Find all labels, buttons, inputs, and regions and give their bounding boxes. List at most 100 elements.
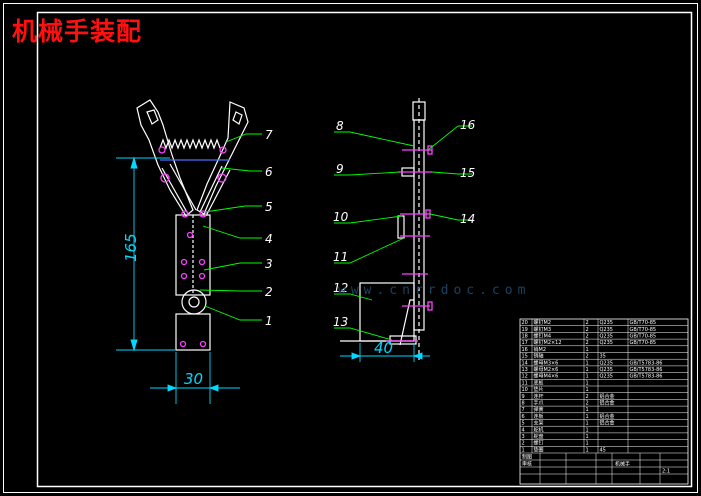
servo-hub [188, 296, 200, 308]
bom-cell-qty: 1 [586, 447, 589, 453]
bom-cell-name: 螺钉M3 [534, 326, 552, 333]
part-label-4: 4 [265, 232, 273, 246]
pin [160, 173, 170, 183]
side-fasteners [386, 145, 433, 342]
bom-cell-qty: 2 [586, 340, 589, 346]
bom-cell-mat: Q235 [600, 334, 613, 340]
part-label-6: 6 [265, 165, 273, 179]
bom-cell-no: 12 [522, 374, 528, 380]
side-spacer [397, 215, 405, 239]
leader-10 [334, 215, 403, 224]
right-jaw-slot [232, 111, 243, 125]
bom-cell-qty: 1 [586, 380, 589, 386]
pin [199, 210, 207, 218]
bom-cell-qty: 1 [586, 414, 589, 420]
bom-cell-mat: Q235 [600, 320, 613, 326]
bom-cell-no: 18 [522, 334, 528, 340]
leader-16 [427, 125, 472, 151]
bom-cell-no: 7 [522, 407, 525, 413]
left-jaw [136, 99, 194, 217]
front-leaders [199, 133, 262, 321]
bom-cell-no: 3 [522, 434, 525, 440]
bom-cell-mat: Q235 [600, 340, 613, 346]
bom-cell-no: 8 [522, 401, 525, 407]
left-link [161, 167, 189, 215]
bom-cell-std: GB/T70-85 [630, 340, 657, 346]
side-brace [399, 299, 414, 346]
pin [219, 146, 227, 154]
bom-cell-qty: 1 [586, 407, 589, 413]
bom-cell-qty: 2 [586, 320, 589, 326]
bom-cell-name: 弹簧 [534, 406, 544, 413]
leader-15 [431, 171, 472, 175]
bom-cell-name: 销轴 [534, 353, 544, 360]
bom-cell-mat: 铝合金 [600, 393, 615, 400]
right-jaw [196, 101, 249, 215]
bom-cell-name: 螺钉M4 [534, 333, 552, 340]
bom-cell-no: 5 [522, 421, 525, 427]
bom-cell-name: 底板 [534, 379, 544, 386]
bom-cell-mat: 铝合金 [600, 420, 615, 427]
part-label-10: 10 [333, 210, 349, 224]
bom-cell-no: 16 [522, 347, 528, 353]
bom-cell-qty: 2 [586, 354, 589, 360]
screw [198, 258, 206, 266]
bom-cell-name: 螺钉 [534, 440, 544, 447]
bom-cell-no: 19 [522, 327, 528, 333]
screw [198, 272, 206, 280]
arrow-head [351, 352, 362, 360]
bom-cell-qty: 1 [586, 387, 589, 393]
front-fasteners [158, 146, 230, 348]
front-dimensions [116, 156, 240, 404]
leader-5 [204, 205, 262, 213]
leader-2 [199, 289, 262, 292]
part-label-9: 9 [336, 162, 344, 176]
arrow-head [167, 384, 178, 392]
part-label-2: 2 [265, 285, 273, 299]
leader-14 [429, 213, 472, 221]
titleblock-label-b: 审核 [522, 461, 532, 468]
outer-frame [3, 3, 698, 493]
screw [180, 272, 188, 280]
side-foot [389, 335, 417, 345]
bom-cell-no: 11 [522, 380, 528, 386]
leader-1 [204, 305, 262, 321]
bom-cell-qty: 2 [586, 334, 589, 340]
bom-cell-qty: 1 [586, 441, 589, 447]
screw [199, 340, 207, 348]
bom-cell-no: 9 [522, 394, 525, 400]
part-label-16: 16 [460, 118, 476, 132]
bom-cell-no: 20 [522, 320, 528, 326]
servo-disc [181, 289, 207, 315]
bom-frame [519, 318, 689, 485]
part-label-8: 8 [336, 119, 344, 133]
bom-cell-no: 13 [522, 367, 528, 373]
bom-cell-name: 连杆 [534, 393, 544, 400]
leader-4 [202, 225, 262, 239]
bom-cell-name: 支架 [534, 420, 544, 427]
watermark-text: www.cnrrdoc.com [338, 283, 531, 298]
screw [180, 258, 188, 266]
bom-cell-mat: Q235 [600, 327, 613, 333]
screw [186, 231, 194, 239]
bom-cell-qty: 2 [586, 327, 589, 333]
bom-cell-std: GB/T5783-86 [630, 360, 663, 366]
bom-cell-name: 垫片 [534, 386, 544, 393]
bom-cell-name: 垫圈 [534, 446, 544, 453]
leader-8 [334, 131, 415, 147]
side-leaders [334, 125, 472, 341]
part-label-14: 14 [460, 212, 475, 226]
bom-cell-name: 螺钉M2×12 [534, 339, 562, 346]
bom-cell-name: 销M2 [534, 346, 547, 353]
bom-cell-no: 4 [522, 427, 525, 433]
pin [158, 146, 166, 154]
arrow-head [130, 339, 138, 352]
titleblock-label-a: 制图 [522, 454, 532, 461]
bom-cell-qty: 1 [586, 421, 589, 427]
side-jaw-top [412, 101, 426, 121]
side-view [340, 98, 426, 360]
bom-cell-std: GB/T5783-86 [630, 367, 663, 373]
bom-cell-no: 1 [522, 447, 525, 453]
